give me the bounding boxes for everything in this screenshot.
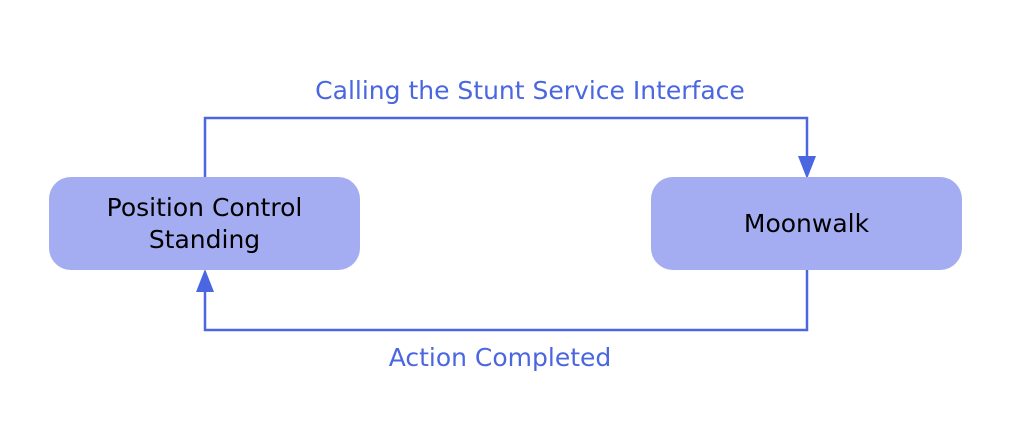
arrowhead-into-moonwalk	[798, 156, 816, 179]
node-label: Moonwalk	[743, 208, 870, 238]
node-moonwalk: Moonwalk	[651, 177, 962, 270]
arrowhead-into-position-control	[196, 269, 214, 292]
edge-label-action-completed: Action Completed	[388, 343, 612, 372]
edge-action-completed	[203, 270, 809, 332]
edge-calling-stunt-service	[203, 116, 809, 177]
node-label-line-2: Standing	[148, 224, 261, 254]
edge-label-calling-stunt-service: Calling the Stunt Service Interface	[315, 76, 745, 105]
node-position-control-standing: Position Control Standing	[49, 177, 360, 270]
node-label-line-1: Position Control	[106, 192, 303, 222]
